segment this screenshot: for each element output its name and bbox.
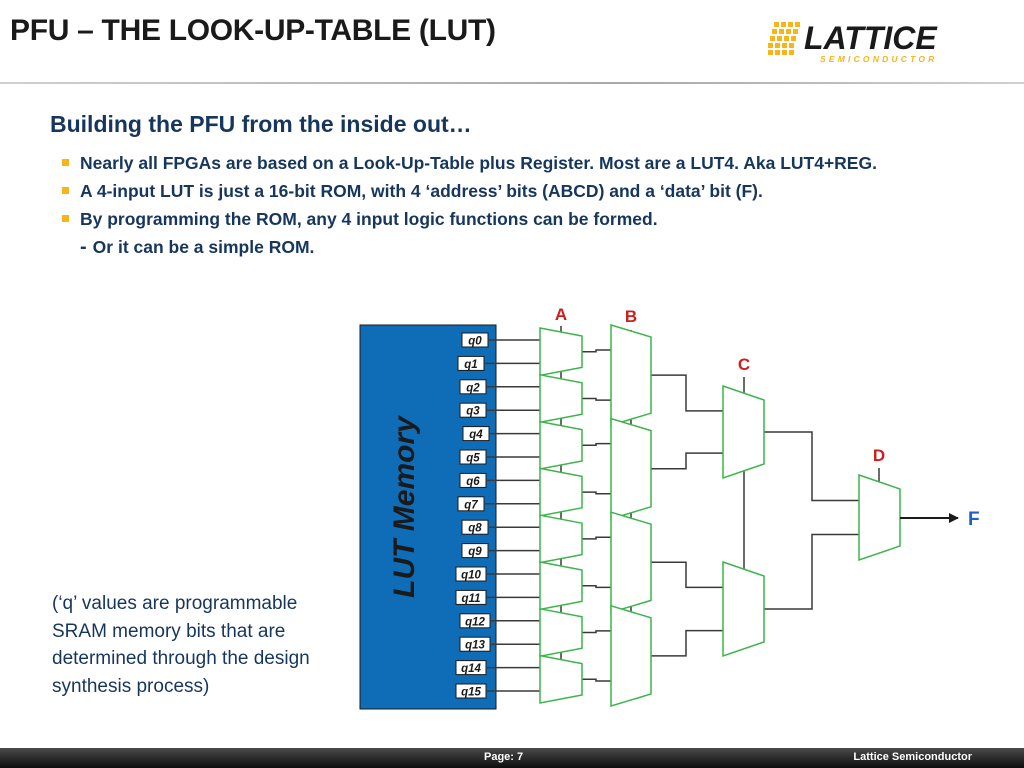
sub-bullet-item: -Or it can be a simple ROM. [62,234,1002,260]
sub-bullet-text: Or it can be a simple ROM. [92,237,315,257]
q-bit-label: q2 [466,382,480,394]
bullet-text: A 4-input LUT is just a 16-bit ROM, with… [80,181,763,201]
bullet-item: By programming the ROM, any 4 input logi… [62,206,1002,232]
bullet-list: Nearly all FPGAs are based on a Look-Up-… [62,150,1002,262]
wires [484,326,880,694]
mux-wire [582,349,611,353]
mux-stage1 [539,561,583,611]
q-bit-label: q6 [466,476,480,488]
mux-wire [582,584,611,589]
footer-company: Lattice Semiconductor [853,751,972,763]
dash-marker: - [80,236,87,258]
mux-stage1 [539,514,583,564]
mux-stage2 [610,511,652,614]
mux-stage2 [610,604,652,708]
q-bit-label: q3 [466,406,480,418]
bullet-square-icon [62,159,69,166]
bullet-square-icon [62,187,69,194]
q-bit-label: q12 [465,616,485,628]
q-bit-label: q8 [468,523,482,535]
lut-memory-label: LUT Memory [388,415,421,598]
mux-wire [582,397,611,401]
mux-stage3 [722,560,765,658]
select-label-c: C [738,355,750,374]
q-bit-label: q10 [461,570,481,582]
bullet-text: Nearly all FPGAs are based on a Look-Up-… [80,153,877,173]
muxes [539,323,901,708]
q-bit-label: q11 [462,593,481,605]
q-bit-label: q14 [461,663,481,675]
bullet-text: By programming the ROM, any 4 input logi… [80,209,658,229]
bullet-item: A 4-input LUT is just a 16-bit ROM, with… [62,178,1002,204]
slide-subtitle: Building the PFU from the inside out… [50,111,472,137]
mux-stage1 [539,467,583,517]
q-values-note: (‘q’ values are programmable SRAM memory… [52,593,310,697]
title-divider [0,82,1024,84]
slide-title: PFU – THE LOOK-UP-TABLE (LUT) [10,14,496,47]
mux-wire [582,491,611,495]
mux-stage2 [610,417,652,520]
q-bit-label: q5 [466,453,480,465]
bullet-square-icon [62,215,69,222]
mux-stage1 [539,420,583,470]
mux-stage2 [610,323,652,427]
mux-wire [651,629,723,657]
mux-wire [764,533,859,610]
q-bit-label: q9 [468,546,482,558]
mux-wire [582,630,611,634]
q-bit-label: q1 [464,359,477,371]
mux-wire [764,431,859,502]
mux-wire [651,561,723,589]
lattice-logo: LATTICE SEMICONDUCTOR [768,20,938,64]
q-bit-label: q7 [464,499,478,511]
mux-stage1 [539,654,583,704]
logo-mark-icon [768,22,800,55]
mux-wire [651,452,723,470]
q-bits: q0 q1 q2 q3 q4 q5 q6 q7 q8 q9 q10 q11 q12 q13 q14 q15 [455,332,491,699]
mux-wire [582,536,611,540]
mux-stage1 [539,607,583,658]
mux-stage4 [858,473,901,562]
footer-page-number: Page: 7 [484,751,524,763]
mux-wire [651,374,723,412]
q-bit-label: q4 [469,429,483,441]
q-bit-label: q15 [461,687,481,699]
mux-wire [582,442,611,447]
select-label-d: D [873,446,885,465]
select-label-b: B [625,307,637,326]
q-bit-label: q13 [465,640,485,652]
logo-tagline: SEMICONDUCTOR [820,54,937,64]
mux-wire [582,678,611,682]
logo-word: LATTICE [804,20,938,56]
select-label-a: A [555,305,567,324]
mux-stage1 [539,373,583,424]
bullet-item: Nearly all FPGAs are based on a Look-Up-… [62,150,1002,176]
footer-bar: Page: 7 Lattice Semiconductor [0,748,1024,768]
q-bit-label: q0 [468,336,482,348]
mux-stage3 [722,384,765,480]
output-label-f: F [968,509,980,530]
mux-stage1 [539,327,583,377]
